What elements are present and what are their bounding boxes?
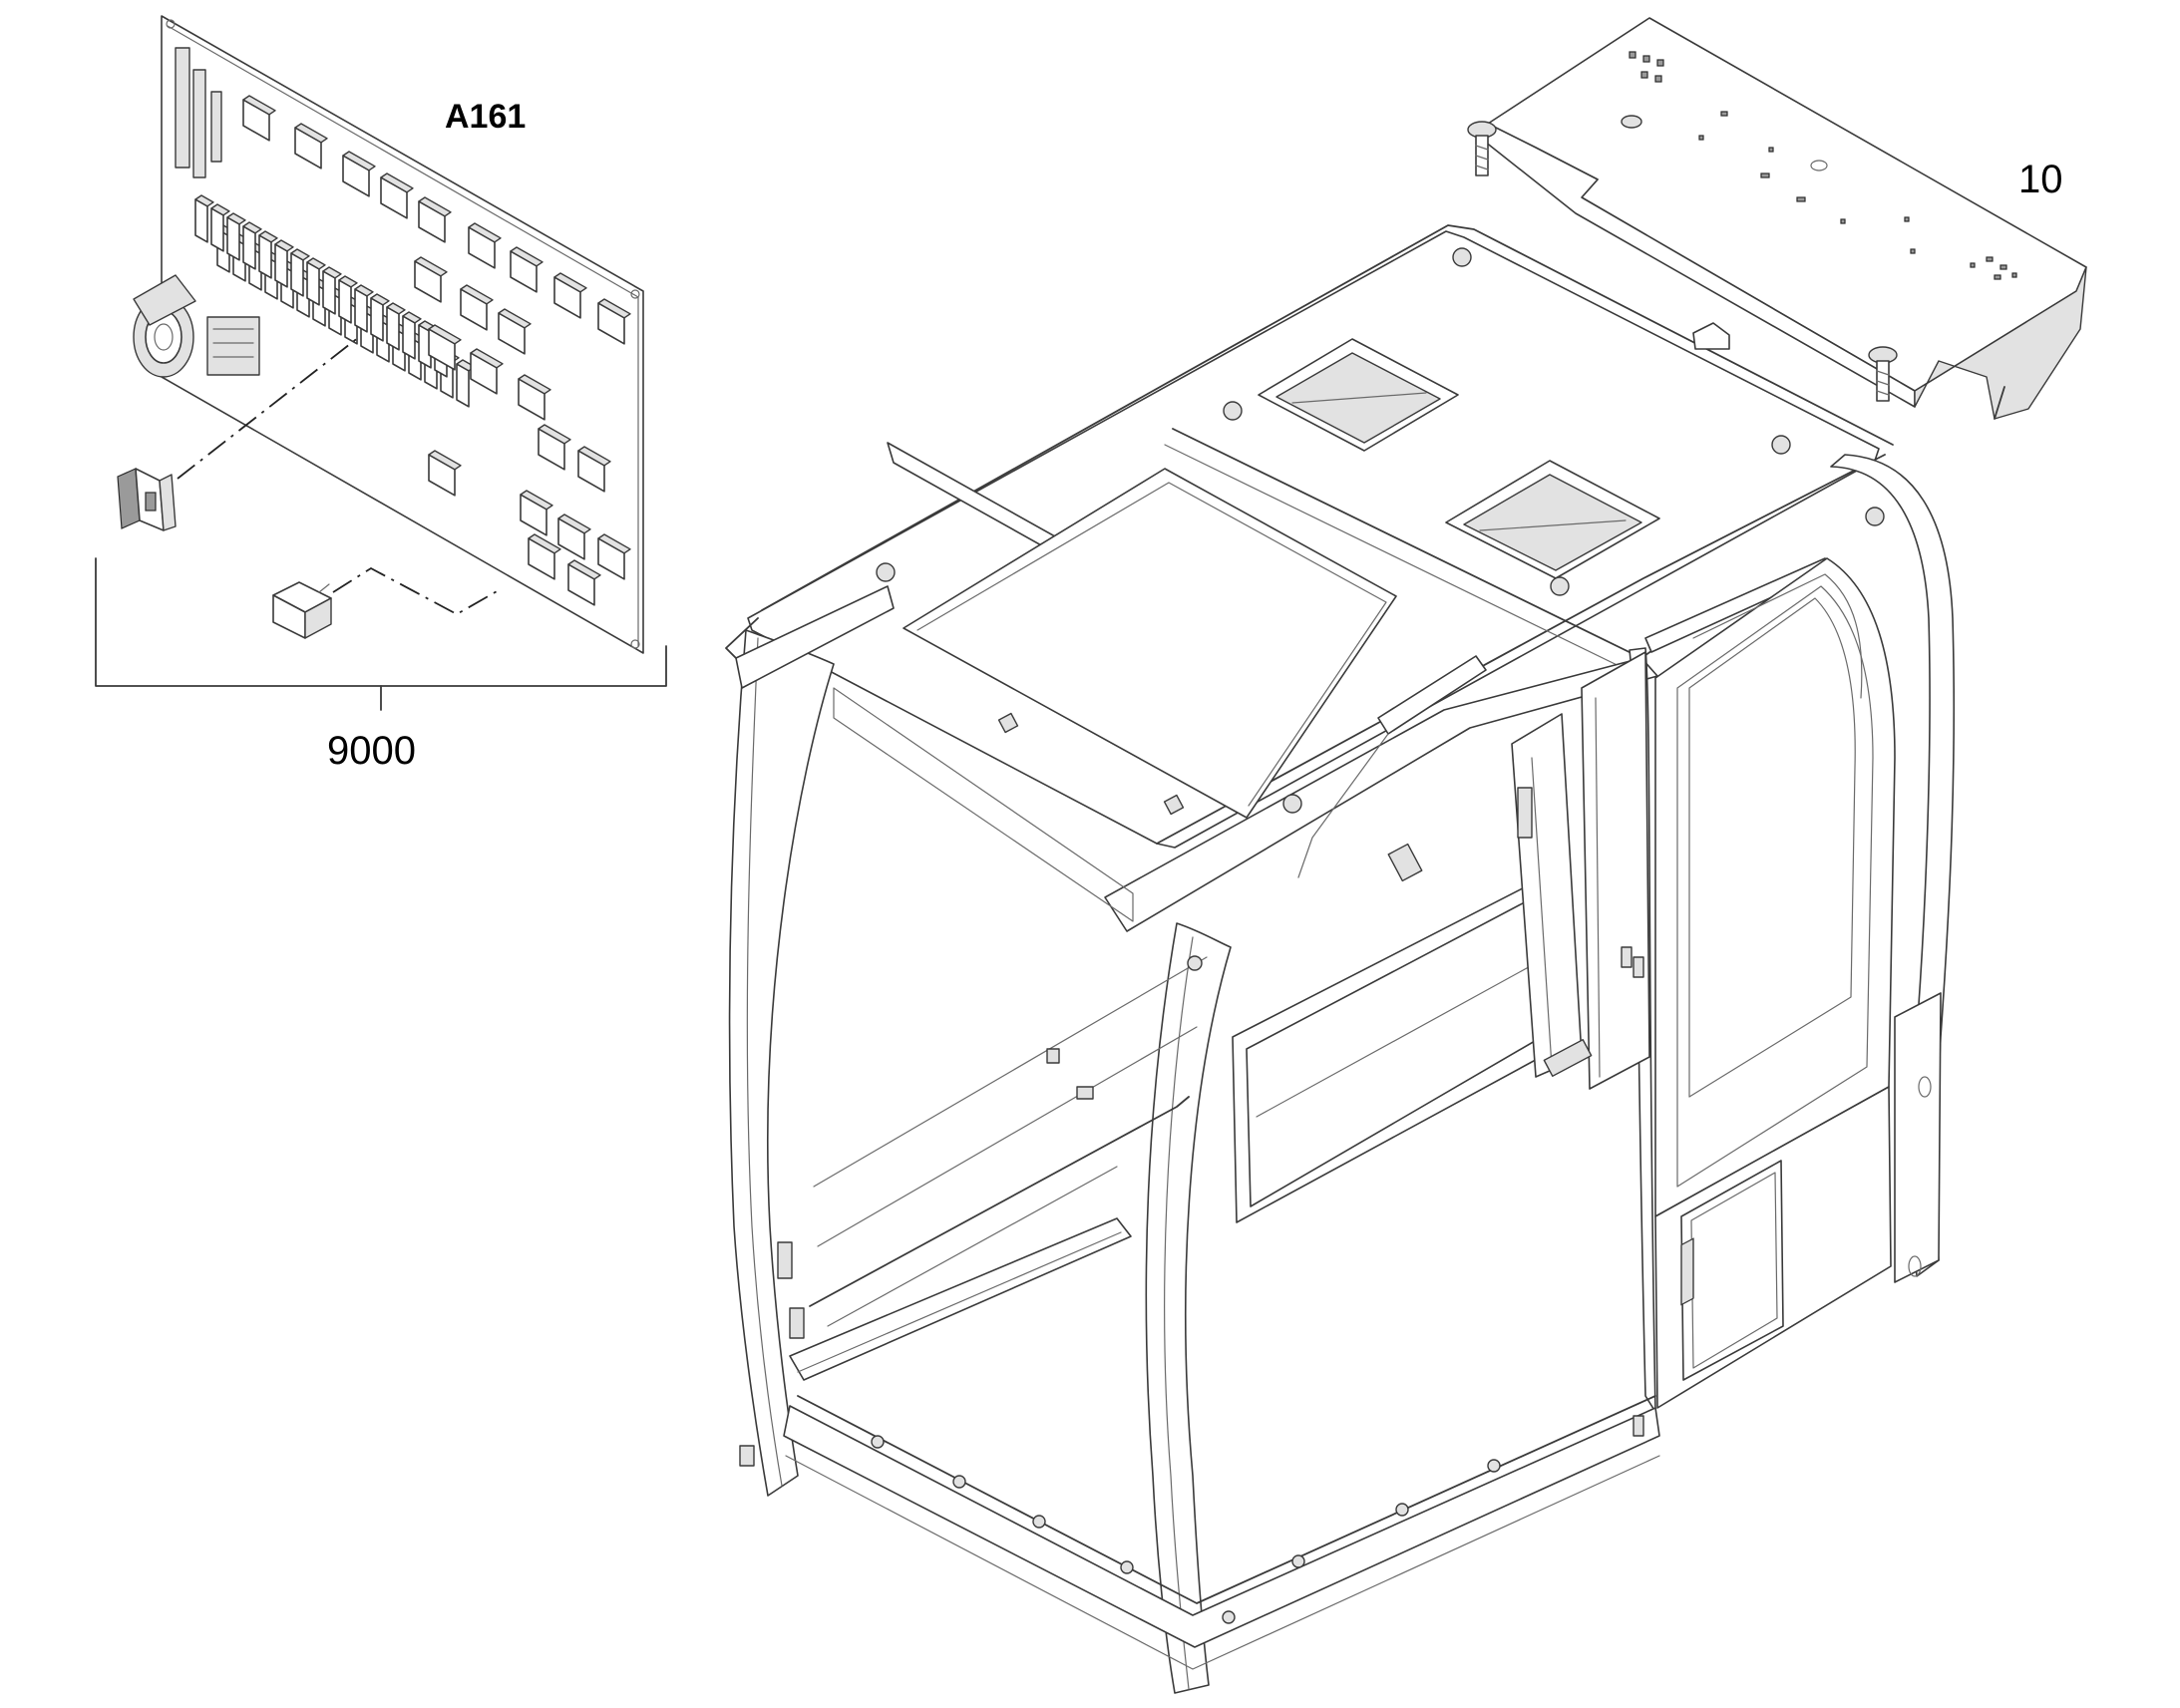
relay-block xyxy=(418,196,452,243)
fuse-block xyxy=(194,194,214,243)
fuse-block xyxy=(210,203,230,252)
cover-bolt-left xyxy=(1467,121,1497,176)
relay-block xyxy=(414,256,448,303)
fuse-block xyxy=(274,239,294,288)
fuse-block xyxy=(226,212,246,261)
callout-9000: 9000 xyxy=(327,729,416,773)
relay-block xyxy=(342,151,376,197)
assembly-bracket xyxy=(95,557,667,711)
relay-block xyxy=(567,559,601,606)
mini-fuse-part xyxy=(117,468,177,531)
relay-block xyxy=(528,533,561,580)
fuse-block xyxy=(456,359,476,408)
relay-block xyxy=(294,123,328,170)
fuse-block xyxy=(402,311,422,360)
fuse-block xyxy=(322,266,342,315)
cover-bolt-right xyxy=(1868,346,1898,402)
relay-block xyxy=(242,95,276,142)
relay-block xyxy=(468,222,502,269)
fuse-block xyxy=(354,284,374,333)
relay-block xyxy=(597,533,631,580)
fuse-block xyxy=(290,248,310,297)
relay-block xyxy=(577,446,611,493)
operator-cab-frame xyxy=(725,224,1956,1694)
relay-block xyxy=(557,513,591,560)
relay-array xyxy=(242,95,631,606)
relay-block xyxy=(520,490,553,536)
callout-a161: A161 xyxy=(445,98,527,136)
relay-block xyxy=(538,424,571,471)
relay-block xyxy=(470,348,504,395)
fuse-block xyxy=(242,221,262,270)
fuse-block xyxy=(258,230,278,279)
fuse-block xyxy=(306,257,326,306)
relay-block xyxy=(597,298,631,345)
relay-block xyxy=(428,450,462,497)
relay-block xyxy=(518,374,551,421)
relay-block xyxy=(553,272,587,319)
relay-block xyxy=(510,246,544,293)
buzzer-component xyxy=(133,274,260,378)
relay-block xyxy=(498,308,532,355)
relay-block xyxy=(460,284,494,331)
relay-block xyxy=(428,324,462,371)
relay-part xyxy=(272,581,332,639)
fuse-block xyxy=(370,293,390,342)
relay-leader-line xyxy=(332,566,500,616)
relay-block xyxy=(380,172,414,219)
cover-plate xyxy=(1479,17,2087,420)
fuse-block xyxy=(338,275,358,324)
fuse-block xyxy=(386,302,406,351)
callout-10: 10 xyxy=(2018,158,2063,201)
fuse-array xyxy=(194,194,476,408)
